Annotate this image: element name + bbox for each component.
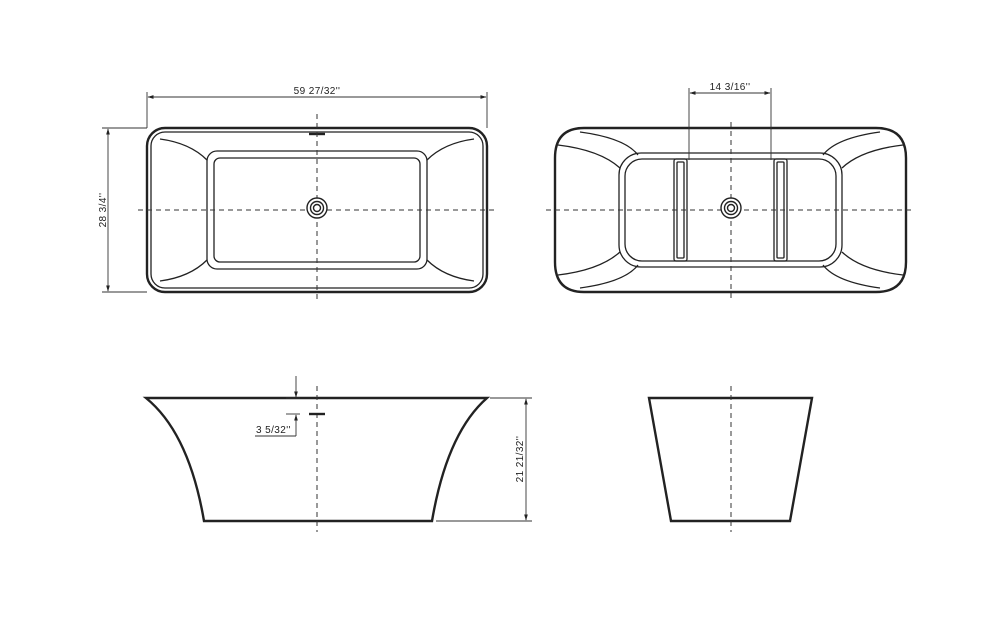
width-dimension-label: 28 3/4'' [98,193,109,228]
slope-line [841,251,904,276]
bottom-outline [553,126,908,294]
overflow-height-label: 3 5/32'' [256,425,291,436]
side-silhouette [647,396,814,523]
length-dimension-label: 59 27/32'' [294,86,341,97]
top-view: 59 27/32'' 28 3/4'' [98,86,494,302]
rail-spacing-label: 14 3/16'' [710,82,751,93]
bottom-view: 14 3/16'' [546,82,914,302]
drain-icon-center [312,203,322,213]
slope-line [557,144,621,169]
slope-line [557,251,621,276]
slope-line [822,264,881,289]
side-view [647,386,814,532]
slope-line [159,138,208,161]
slope-line [841,144,904,169]
front-view: 3 5/32'' 21 21/32'' [142,376,532,532]
slope-line [426,259,475,282]
slope-line [426,138,475,161]
slope-line [159,259,208,282]
drain-icon-center [726,203,736,213]
height-dimension-label: 21 21/32'' [515,436,526,483]
slope-line [579,264,639,289]
slope-line [579,131,639,156]
front-silhouette [142,396,491,523]
slope-line [822,131,881,156]
